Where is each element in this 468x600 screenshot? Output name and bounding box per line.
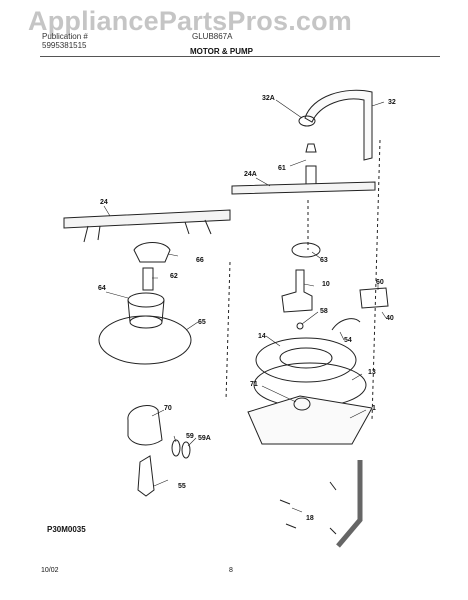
part-71-shaft: [293, 397, 311, 411]
leader-dashed: [225, 139, 381, 421]
label-24: 24: [100, 199, 108, 206]
label-55: 55: [178, 483, 186, 490]
part-18-clamps: [279, 481, 337, 535]
part-59-oring: [171, 439, 181, 457]
label-71: 71: [250, 381, 258, 388]
lower-spray-arm: [63, 209, 231, 229]
label-32: 32: [388, 99, 396, 106]
label-10: 10: [322, 281, 330, 288]
part-54-hose: [331, 318, 361, 331]
part-58-ball: [296, 322, 304, 330]
label-13: 13: [368, 369, 376, 376]
label-64: 64: [98, 285, 106, 292]
part-63-disc: [291, 242, 321, 258]
lower-arm-legs: [83, 219, 212, 243]
label-54: 54: [344, 337, 352, 344]
footer-date: 10/02: [41, 567, 59, 574]
part-10-housing: [281, 269, 313, 313]
model-number: GLUB867A: [192, 32, 233, 41]
label-14: 14: [258, 333, 266, 340]
label-40: 40: [386, 315, 394, 322]
part-70-motor: [127, 405, 163, 446]
label-60: 60: [376, 279, 384, 286]
label-59: 59: [186, 433, 194, 440]
part-64-filter-top: [127, 292, 165, 308]
label-70: 70: [164, 405, 172, 412]
section-title: MOTOR & PUMP: [190, 47, 253, 56]
tube-gasket: [298, 115, 316, 127]
publication-number: 5995381515: [42, 41, 87, 50]
label-61: 61: [278, 165, 286, 172]
label-63: 63: [320, 257, 328, 264]
part-55-bracket: [137, 455, 155, 497]
figure-code: P30M0035: [47, 525, 86, 534]
spray-arm-nut: [305, 143, 317, 153]
part-labels: 32A 32 61 24A 24 66 63 62 10 60 64 65 58…: [98, 95, 396, 522]
label-59A: 59A: [198, 435, 211, 442]
watermark: AppliancePartsPros.com: [28, 6, 353, 36]
label-32A: 32A: [262, 95, 275, 102]
label-leaders: [103, 99, 387, 513]
part-66-hub: [133, 242, 171, 263]
label-58: 58: [320, 308, 328, 315]
label-66: 66: [196, 257, 204, 264]
header-rule: [40, 56, 440, 57]
part-64-filter-body: [127, 299, 165, 323]
upper-spray-tube: [304, 89, 373, 161]
label-24A: 24A: [244, 171, 257, 178]
part-60-valve: [359, 287, 389, 309]
label-1: 1: [372, 405, 376, 412]
publication-label: Publication #: [42, 32, 88, 41]
part-1-base: [247, 395, 373, 445]
spray-arm-hub: [305, 165, 317, 187]
page-number: 8: [229, 567, 233, 574]
label-18: 18: [306, 515, 314, 522]
label-62: 62: [170, 273, 178, 280]
upper-spray-arm: [231, 181, 376, 195]
label-65: 65: [198, 319, 206, 326]
part-14-sump: [255, 337, 357, 383]
part-59a-oring: [181, 441, 191, 459]
drain-hose: [336, 460, 363, 548]
part-62-tube: [142, 267, 154, 291]
part-65-screen: [98, 315, 192, 365]
